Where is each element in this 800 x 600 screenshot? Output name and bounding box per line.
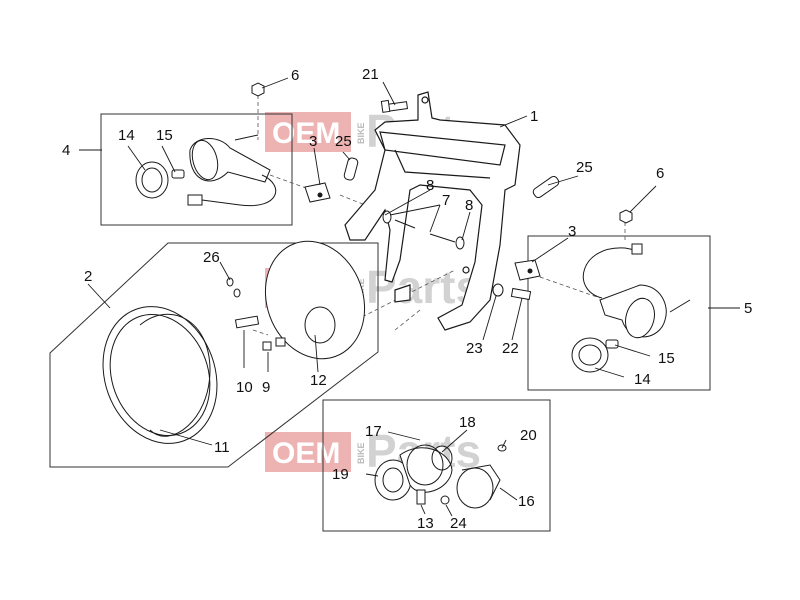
callout-26: 26 [203, 249, 220, 266]
callout-16: 16 [518, 493, 535, 510]
callout-20: 20 [520, 427, 537, 444]
headlight-lens-2 [139, 313, 211, 437]
callout-1: 1 [530, 108, 538, 125]
callout-4: 4 [62, 142, 70, 159]
callout-22: 22 [502, 340, 519, 357]
callout-25b: 25 [576, 159, 593, 176]
tail-lens-16 [456, 467, 494, 509]
callout-6b: 6 [656, 165, 664, 182]
callout-25a: 25 [335, 133, 352, 150]
screw-26 [226, 277, 234, 287]
svg-text:BIKE: BIKE [356, 122, 366, 144]
bulb-10 [234, 315, 260, 329]
callout-3b: 3 [568, 223, 576, 240]
callout-11: 11 [214, 439, 230, 456]
callout-12: 12 [310, 372, 327, 389]
left-turn-signal [135, 134, 277, 207]
callout-10: 10 [236, 379, 253, 396]
right-turn-signal [571, 243, 691, 373]
svg-text:OEM: OEM [272, 437, 340, 470]
frame-bracket [344, 91, 521, 331]
leader-lines [79, 77, 740, 517]
callout-24: 24 [450, 515, 467, 532]
callout-14a: 14 [118, 127, 135, 144]
tail-light-assembly [374, 444, 507, 509]
rubber-25 [343, 157, 560, 199]
callout-7: 7 [442, 192, 450, 209]
bulb-9 [262, 341, 272, 351]
callout-8b: 8 [465, 197, 473, 214]
headlight-shell-12 [264, 240, 366, 360]
callout-5: 5 [744, 300, 752, 317]
box-tail-lights [322, 399, 551, 532]
callout-18: 18 [459, 414, 476, 431]
bolt-22-washer-23 [492, 283, 532, 301]
svg-text:OEM: OEM [272, 117, 340, 150]
tail-bulb-18 [431, 445, 453, 471]
callout-3a: 3 [309, 133, 317, 150]
callout-19: 19 [332, 466, 349, 483]
callout-13: 13 [417, 515, 434, 532]
callout-9: 9 [262, 379, 270, 396]
box-headlight [49, 242, 379, 468]
callout-labels: 1 2 3 3 4 5 6 6 7 8 8 9 10 11 12 13 14 1… [62, 66, 752, 532]
headlight-rim-11 [102, 306, 218, 444]
callout-2: 2 [84, 268, 92, 285]
bolt-21 [380, 99, 409, 113]
callout-15a: 15 [156, 127, 173, 144]
screw-13 [416, 489, 426, 505]
headlight-assembly [102, 240, 366, 444]
callout-6a: 6 [291, 67, 299, 84]
nut-6 [251, 82, 633, 224]
box-right-turn-signal [527, 235, 711, 391]
svg-text:BIKE: BIKE [356, 442, 366, 464]
washer-24 [440, 495, 450, 505]
callout-14b: 14 [634, 371, 651, 388]
callout-8a: 8 [426, 177, 434, 194]
rubber-block-3 [304, 182, 541, 281]
tail-housing-17 [406, 444, 444, 486]
callout-21: 21 [362, 66, 379, 83]
box-left-turn-signal [100, 113, 293, 226]
callout-23: 23 [466, 340, 483, 357]
callout-17: 17 [365, 423, 382, 440]
callout-15b: 15 [658, 350, 675, 367]
